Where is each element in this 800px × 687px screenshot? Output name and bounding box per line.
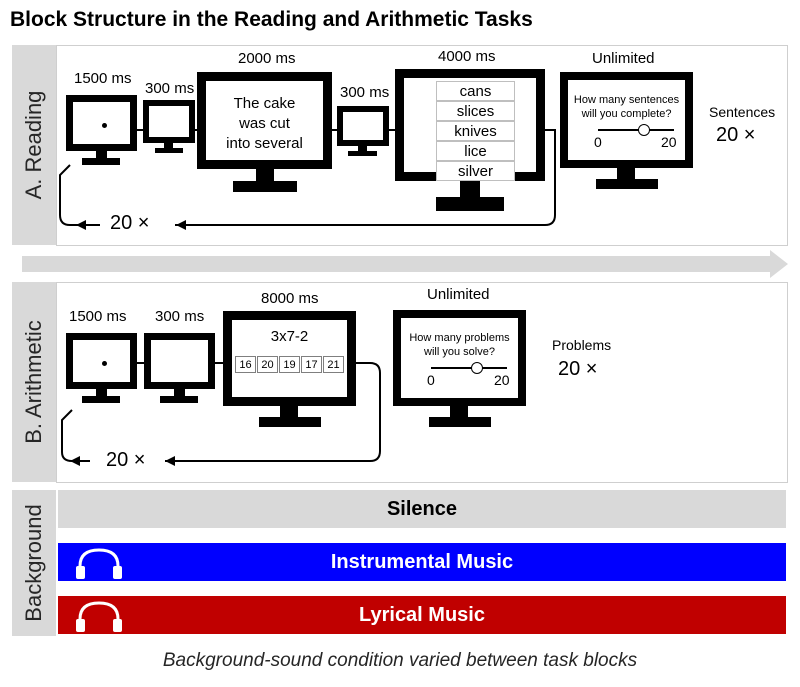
sentence-line-1: The cake bbox=[233, 95, 296, 112]
monitor-stand bbox=[460, 181, 480, 197]
slider-thumb[interactable] bbox=[471, 362, 483, 374]
answer-option: 21 bbox=[323, 356, 344, 373]
monitor-base bbox=[82, 158, 120, 165]
sequence-arrow bbox=[22, 250, 788, 278]
answer-option-row: 16 20 19 17 21 bbox=[235, 356, 344, 373]
word-option: lice bbox=[436, 141, 515, 161]
headphones-icon bbox=[76, 601, 122, 632]
arithmetic-prediction-screen: How many problems will you solve? 0 20 bbox=[393, 310, 526, 406]
question-line-1: How many sentences bbox=[573, 94, 680, 106]
reading-fixation-screen bbox=[66, 95, 137, 151]
reading-tab: A. Reading bbox=[12, 45, 56, 245]
monitor-stand bbox=[256, 169, 274, 181]
arithmetic-duration-prediction: Unlimited bbox=[427, 286, 490, 303]
slider-min: 0 bbox=[594, 134, 602, 150]
reading-side-label: Sentences bbox=[709, 104, 776, 120]
word-option: cans bbox=[436, 81, 515, 101]
reading-blank-screen-1 bbox=[143, 100, 195, 143]
arithmetic-duration-fixation: 1500 ms bbox=[69, 308, 127, 325]
fixation-dot bbox=[102, 123, 107, 128]
arithmetic-fixation-screen bbox=[66, 333, 137, 389]
reading-duration-sentence: 2000 ms bbox=[238, 50, 296, 67]
fixation-dot bbox=[102, 361, 107, 366]
word-option-list: cans slices knives lice silver bbox=[436, 81, 515, 183]
monitor-stand bbox=[96, 389, 107, 396]
instrumental-music-label: Instrumental Music bbox=[330, 551, 514, 573]
slider-thumb[interactable] bbox=[638, 124, 650, 136]
monitor-stand bbox=[617, 168, 635, 179]
reading-side-count: 20 × bbox=[716, 124, 756, 146]
answer-option: 19 bbox=[279, 356, 300, 373]
headphones-icon bbox=[76, 548, 122, 579]
slider-max: 20 bbox=[661, 134, 677, 150]
monitor-base bbox=[259, 417, 321, 427]
arithmetic-duration-problem: 8000 ms bbox=[261, 290, 319, 307]
slider-track[interactable] bbox=[431, 367, 507, 369]
question-line-2: will you solve? bbox=[424, 346, 495, 358]
reading-duration-fixation: 1500 ms bbox=[74, 70, 132, 87]
silence-label: Silence bbox=[386, 498, 458, 520]
reading-duration-blank-1: 300 ms bbox=[145, 80, 195, 97]
answer-option: 16 bbox=[235, 356, 256, 373]
arithmetic-duration-blank: 300 ms bbox=[155, 308, 205, 325]
reading-loop bbox=[59, 129, 556, 230]
reading-choice-screen: cans slices knives lice silver bbox=[395, 69, 545, 181]
monitor-base bbox=[348, 151, 377, 156]
silence-bar: Silence bbox=[58, 490, 786, 528]
slider-max: 20 bbox=[494, 372, 510, 388]
monitor-base bbox=[233, 181, 297, 192]
arithmetic-loop-count: 20 × bbox=[106, 449, 146, 471]
reading-prediction-screen: How many sentences will you complete? 0 … bbox=[560, 72, 693, 168]
monitor-stand bbox=[174, 389, 185, 396]
reading-duration-choice: 4000 ms bbox=[438, 48, 496, 65]
monitor-stand bbox=[280, 406, 298, 417]
reading-loop-arrowhead-left bbox=[76, 220, 86, 230]
sentence-line-2: was cut bbox=[239, 115, 290, 132]
word-option: slices bbox=[436, 101, 515, 121]
arithmetic-problem: 3x7-2 bbox=[270, 328, 309, 345]
instrumental-music-bar: Instrumental Music bbox=[58, 543, 786, 581]
monitor-base bbox=[429, 417, 491, 427]
reading-blank-screen-2 bbox=[337, 106, 389, 146]
arithmetic-loop-arrowhead-mid bbox=[165, 456, 175, 466]
arithmetic-tab: B. Arithmetic bbox=[12, 282, 56, 482]
monitor-base bbox=[436, 197, 504, 211]
monitor-stand bbox=[358, 146, 367, 151]
figure-title: Block Structure in the Reading and Arith… bbox=[10, 8, 533, 31]
slider-min: 0 bbox=[427, 372, 435, 388]
arithmetic-side-count: 20 × bbox=[558, 358, 598, 380]
background-tab: Background bbox=[12, 490, 56, 636]
arithmetic-side-label: Problems bbox=[552, 337, 612, 353]
figure-caption: Background-sound condition varied betwee… bbox=[162, 650, 638, 671]
reading-duration-prediction: Unlimited bbox=[592, 50, 655, 67]
lyrical-music-bar: Lyrical Music bbox=[58, 596, 786, 634]
lyrical-music-label: Lyrical Music bbox=[359, 604, 485, 626]
reading-loop-count: 20 × bbox=[110, 212, 150, 234]
question-line-2: will you complete? bbox=[581, 108, 672, 120]
monitor-base bbox=[155, 148, 183, 153]
monitor-stand bbox=[164, 143, 173, 148]
sentence-line-3: into several bbox=[226, 135, 303, 152]
question-line-1: How many problems bbox=[409, 332, 510, 344]
arithmetic-loop-arrowhead-left bbox=[70, 456, 80, 466]
reading-sentence-screen: The cake was cut into several bbox=[197, 72, 332, 169]
arithmetic-problem-screen: 3x7-2 16 20 19 17 21 bbox=[223, 311, 356, 406]
answer-option: 20 bbox=[257, 356, 278, 373]
reading-loop-arrowhead-mid bbox=[176, 220, 186, 230]
monitor-base bbox=[160, 396, 198, 403]
monitor-base bbox=[82, 396, 120, 403]
slider-track[interactable] bbox=[598, 129, 674, 131]
monitor-base bbox=[596, 179, 658, 189]
arithmetic-loop bbox=[61, 362, 381, 466]
monitor-stand bbox=[450, 406, 468, 417]
arithmetic-blank-screen bbox=[144, 333, 215, 389]
monitor-stand bbox=[96, 151, 107, 158]
answer-option: 17 bbox=[301, 356, 322, 373]
background-label: Background bbox=[21, 504, 46, 622]
word-option: silver bbox=[436, 161, 515, 181]
word-option: knives bbox=[436, 121, 515, 141]
reading-duration-blank-2: 300 ms bbox=[340, 84, 390, 101]
